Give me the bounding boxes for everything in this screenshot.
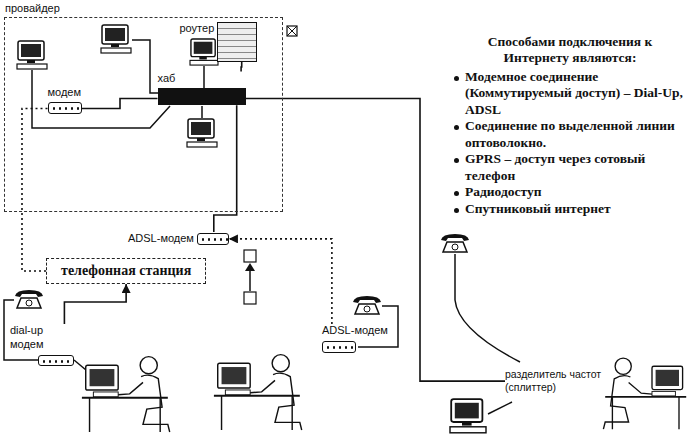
bullet-row: Спутниковый интернет bbox=[454, 201, 686, 217]
node-label: разделитель частот (сплиттер) bbox=[505, 368, 603, 394]
user-at-computer bbox=[82, 357, 170, 432]
user-at-computer bbox=[603, 358, 686, 429]
adsl-modem-device: ADSL-модем bbox=[128, 232, 229, 246]
bullet-row: Радиодоступ bbox=[454, 184, 686, 200]
bullet-text: Радиодоступ bbox=[465, 184, 542, 200]
connection-line bbox=[229, 239, 332, 324]
connection-line bbox=[240, 62, 242, 72]
tower-icon bbox=[217, 22, 257, 62]
connection-line bbox=[64, 284, 126, 324]
modem-icon bbox=[48, 102, 82, 114]
telephone-icon bbox=[353, 296, 381, 314]
node-label: провайдер bbox=[5, 2, 60, 16]
line-box bbox=[244, 250, 256, 262]
connection-line bbox=[22, 109, 48, 272]
bullet-dot bbox=[454, 208, 459, 213]
splitter-device: разделитель частот (сплиттер) bbox=[505, 368, 603, 394]
computer-icon bbox=[187, 119, 217, 147]
bullet-text: Спутниковый интернет bbox=[465, 201, 611, 217]
node-label: телефонная станция bbox=[61, 263, 191, 279]
bullet-text: Модемное соединение (Коммутируемый досту… bbox=[465, 69, 686, 118]
bar-icon bbox=[158, 88, 246, 105]
node-label: ADSL-модем bbox=[128, 232, 194, 246]
node-label: ADSL-модем bbox=[322, 324, 388, 338]
bullet-text: Соединение по выделенной линии оптоволок… bbox=[465, 118, 686, 151]
socket-icon bbox=[287, 26, 297, 36]
telephone-icon bbox=[441, 234, 469, 252]
modem-icon bbox=[38, 355, 74, 366]
bullet-dot bbox=[454, 125, 459, 130]
bullet-row: GPRS – доступ через сотовый телефон bbox=[454, 151, 686, 184]
bullet-row: Соединение по выделенной линии оптоволок… bbox=[454, 118, 686, 151]
user-at-computer bbox=[603, 358, 686, 429]
cable bbox=[203, 66, 205, 89]
modem-icon bbox=[322, 341, 356, 353]
signal-arrow bbox=[245, 263, 255, 271]
bullet-dot bbox=[454, 76, 459, 81]
connection-line bbox=[82, 99, 158, 109]
bullet-text: GPRS – доступ через сотовый телефон bbox=[465, 151, 686, 184]
phone-wire bbox=[455, 254, 520, 362]
node-label: dial-up модем bbox=[10, 324, 60, 352]
cable bbox=[488, 402, 512, 414]
adsl-modem-device: ADSL-модем bbox=[322, 324, 388, 353]
socket-icon bbox=[287, 26, 297, 36]
computer-icon bbox=[101, 25, 131, 53]
user-at-computer bbox=[214, 355, 302, 430]
hub-device: хаб bbox=[158, 72, 246, 106]
telephone-icon bbox=[15, 290, 43, 308]
bullet-dot bbox=[454, 191, 459, 196]
computer-icon bbox=[190, 39, 218, 65]
provider-region: провайдермодемхаброутер bbox=[4, 17, 283, 212]
bullet-dot bbox=[454, 158, 459, 163]
router-device: роутер bbox=[180, 22, 258, 62]
bullet-row: Модемное соединение (Коммутируемый досту… bbox=[454, 69, 686, 118]
modem-device: модем bbox=[48, 86, 82, 115]
heading-text: Способами подключения к Интернету являют… bbox=[488, 34, 653, 65]
cable bbox=[132, 40, 158, 93]
text-column: Способами подключения к Интернету являют… bbox=[454, 34, 686, 217]
dialup-modem-device: dial-up модем bbox=[10, 324, 74, 366]
line-box bbox=[244, 292, 256, 304]
cable bbox=[74, 360, 86, 370]
computer-icon bbox=[450, 399, 486, 433]
station-box: телефонная станция bbox=[46, 258, 206, 284]
heading-row: Способами подключения к Интернету являют… bbox=[454, 34, 686, 67]
node-label: модем bbox=[48, 86, 82, 100]
cable bbox=[201, 106, 203, 118]
computer-icon bbox=[17, 41, 47, 69]
modem-icon bbox=[197, 233, 229, 245]
node-label: хаб bbox=[158, 72, 176, 86]
node-label: роутер bbox=[180, 22, 215, 36]
signal-arrow bbox=[249, 270, 251, 291]
connection-line bbox=[214, 105, 237, 232]
